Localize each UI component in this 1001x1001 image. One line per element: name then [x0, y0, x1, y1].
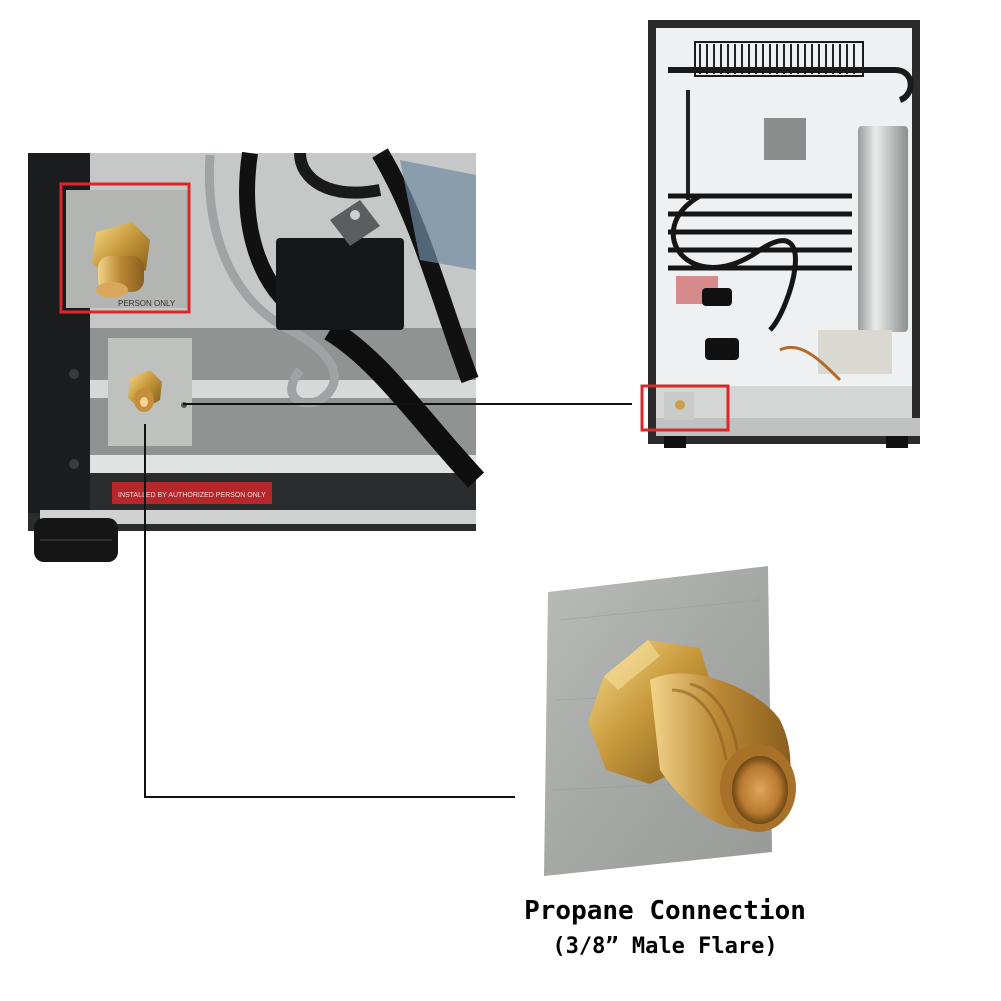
leader-lines — [144, 403, 632, 798]
black-hose-3 — [324, 320, 485, 488]
caption-title: Propane Connection — [524, 896, 806, 926]
screw — [350, 210, 360, 220]
copper-wire — [779, 345, 842, 382]
leader-line-to-fitting — [144, 424, 515, 798]
warning-sticker — [112, 482, 272, 504]
foot-right — [886, 436, 908, 448]
boiler-cylinder — [858, 126, 908, 332]
rail-lower — [90, 455, 476, 473]
caption-subtitle: (3/8” Male Flare) — [552, 934, 778, 959]
bottom-frame — [656, 386, 912, 418]
propane-inlet-fitting — [128, 370, 162, 412]
brass-flare-fitting — [588, 640, 796, 832]
hinge-bolt — [69, 369, 79, 379]
fitting-closeup — [544, 566, 796, 876]
bottom-rail — [656, 418, 920, 436]
base-rail — [40, 510, 476, 524]
upper-plate-sticker: PERSON ONLY — [118, 299, 176, 308]
thermostat — [702, 288, 732, 306]
tape-patch — [764, 118, 806, 160]
power-plug — [705, 338, 739, 360]
rear-highlight-box — [640, 384, 730, 432]
condenser-fins — [668, 41, 914, 103]
rear-view-photo — [640, 20, 920, 448]
warning-sticker-text: INSTALLED BY AUTHORIZED PERSON ONLY — [118, 492, 266, 499]
coil-tube — [294, 152, 382, 199]
evaporator-coils — [668, 193, 852, 332]
control-box — [276, 238, 404, 330]
black-hose-2 — [372, 148, 479, 384]
insulation-tape — [400, 160, 476, 270]
control-module — [818, 330, 892, 374]
hinge-bolt-2 — [69, 459, 79, 469]
bracket — [330, 200, 380, 246]
upper-highlight-box — [59, 182, 191, 314]
foot-left — [664, 436, 686, 448]
gas-tube — [204, 154, 339, 408]
inlet-fitting-small — [675, 400, 685, 410]
upper-brass-fitting — [92, 222, 150, 298]
closeup-photo: PERSON ONLY INSTALLED BY AUTHORIZED PERS… — [28, 148, 485, 562]
